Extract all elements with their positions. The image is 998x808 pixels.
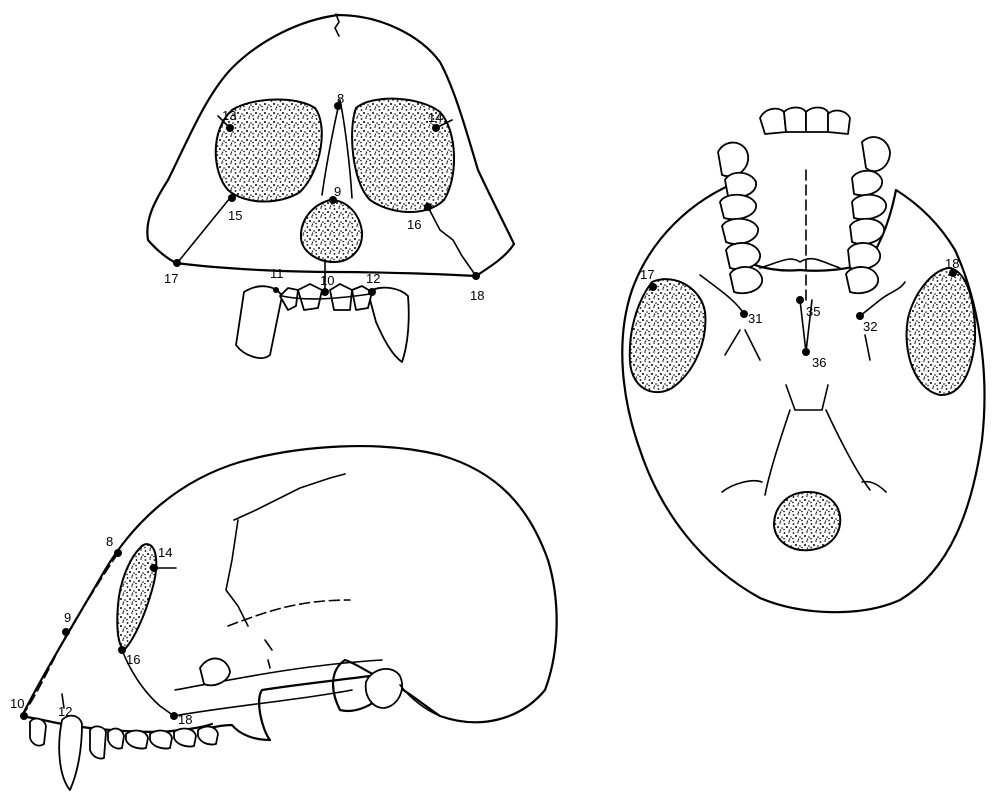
base-landmark-dot-17 [649,283,657,291]
front-nasal-aperture [301,200,362,262]
front-landmark-dot-11 [273,287,279,293]
side-landmark-dot-10 [20,712,28,720]
front-landmark-18: 18 [470,288,484,303]
front-landmark-15: 15 [228,208,242,223]
base-landmark-31: 31 [748,311,762,326]
front-landmark-14: 14 [428,110,442,125]
front-landmark-12: 12 [366,271,380,286]
base-landmark-18: 18 [945,256,959,271]
side-landmark-14: 14 [158,545,172,560]
side-squamous-suture [226,474,345,626]
front-landmark-13: 13 [222,108,236,123]
base-landmark-36: 36 [812,355,826,370]
side-landmark-dot-8 [114,549,122,557]
front-landmark-dot-13 [226,124,234,132]
base-left-condyle [722,481,762,492]
front-canine-right [368,288,409,362]
base-foramen-magnum [774,492,840,550]
front-landmark-dot-14 [432,124,440,132]
side-molar-2 [150,731,172,749]
base-landmark-17: 17 [640,267,654,282]
base-canine-left [718,143,748,177]
base-palate-suture [760,259,840,268]
base-left-molar-5 [730,267,762,293]
front-view-skull [147,14,514,362]
base-left-molar-3 [722,219,758,244]
side-molar-1 [126,731,148,749]
front-canine-left [236,286,282,358]
base-right-molar-4 [848,243,880,269]
base-left-zygomatic-opening [630,279,706,392]
side-landmark-dot-9 [62,628,70,636]
side-landmark-8: 8 [106,534,113,549]
side-landmark-dot-14 [150,564,158,572]
base-landmark-32: 32 [863,319,877,334]
side-view-skull [22,446,557,790]
side-landmarks: 8 9 10 12 14 16 18 [10,534,192,727]
base-left-molar-1 [725,173,756,198]
base-right-molar-2 [852,195,886,220]
side-landmark-18: 18 [178,712,192,727]
base-landmark-dot-36 [802,348,810,356]
base-basioccipital [765,385,870,495]
base-view-skull [622,108,984,613]
front-landmark-dot-12 [368,288,376,296]
front-sagittal-suture [335,14,339,36]
side-cranium-outline [22,446,557,740]
side-molar-4 [198,727,218,745]
base-incisor-1 [760,109,786,134]
base-right-molar-5 [846,267,878,293]
base-landmark-dot-31 [740,310,748,318]
front-landmark-9: 9 [334,184,341,199]
front-landmark-8: 8 [337,91,344,106]
side-incisor [30,719,46,746]
side-landmark-9: 9 [64,610,71,625]
front-landmark-11: 11 [270,266,284,281]
side-landmark-12: 12 [58,704,72,719]
front-incisor-2 [298,284,322,310]
base-right-molar-1 [852,171,882,196]
side-premolar-1 [90,726,106,758]
front-landmark-dot-16 [424,203,432,211]
front-landmark-dot-17 [173,259,181,267]
front-suture-right [428,207,476,276]
base-incisor-2 [784,108,806,133]
front-suture-left [178,198,230,262]
base-right-zygomatic-opening [907,268,976,395]
front-landmark-dot-18 [472,272,480,280]
base-right-molar-3 [850,219,884,244]
side-coronal-mark [265,640,272,668]
base-landmark-35: 35 [806,304,820,319]
side-molar-3 [174,729,196,747]
side-mastoid [366,669,402,708]
front-landmark-dot-10 [321,288,329,296]
front-landmark-17: 17 [164,271,178,286]
side-orbit [117,544,156,650]
side-landmark-dot-16 [118,646,126,654]
side-canine [59,716,82,790]
base-left-molar-2 [720,195,756,220]
side-landmark-dot-18 [170,712,178,720]
base-left-molar-4 [726,243,760,269]
front-landmark-10: 10 [320,273,334,288]
front-incisor-1 [280,288,298,310]
base-canine-right [862,137,890,171]
front-landmark-dot-15 [228,194,236,202]
base-landmark-dot-35 [796,296,804,304]
side-premolar-2 [108,729,124,749]
side-nasal-line [22,553,118,716]
side-landmark-10: 10 [10,696,24,711]
side-landmark-16: 16 [126,652,140,667]
base-incisor-3 [806,108,828,133]
base-incisor-4 [828,111,850,134]
front-landmark-16: 16 [407,217,421,232]
